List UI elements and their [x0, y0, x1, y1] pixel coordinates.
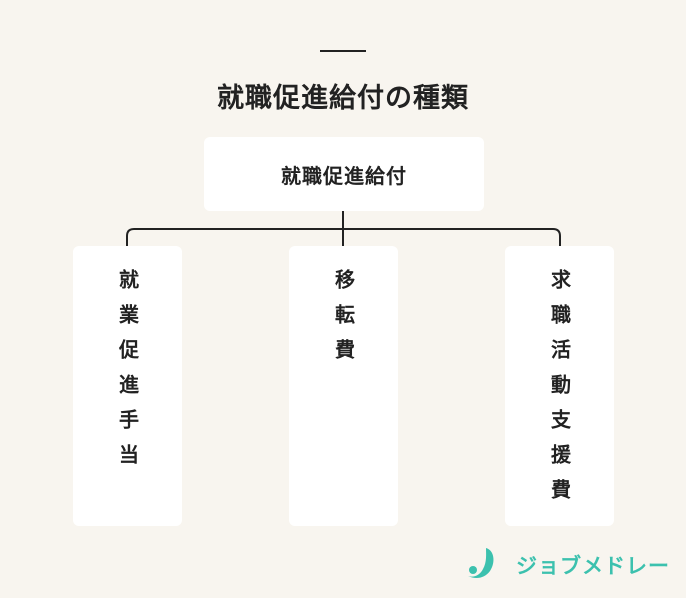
child-node-label: 移転費 — [331, 269, 356, 374]
child-node-label: 求職活動支援費 — [547, 269, 572, 514]
title-rule — [320, 50, 366, 52]
root-node: 就職促進給付 — [204, 137, 484, 211]
job-medley-logo-icon — [468, 548, 494, 579]
child-node-relocation: 移転費 — [289, 246, 398, 526]
child-node-employment-promotion: 就業促進手当 — [73, 246, 182, 526]
child-node-label: 就業促進手当 — [115, 269, 140, 479]
root-node-label: 就職促進給付 — [281, 163, 407, 188]
child-node-job-search-support: 求職活動支援費 — [505, 246, 614, 526]
brand-logo: ジョブメドレー — [464, 545, 670, 585]
connector-bracket — [126, 228, 561, 246]
brand-logo-text: ジョブメドレー — [516, 554, 670, 578]
diagram-title: 就職促進給付の種類 — [217, 83, 469, 114]
